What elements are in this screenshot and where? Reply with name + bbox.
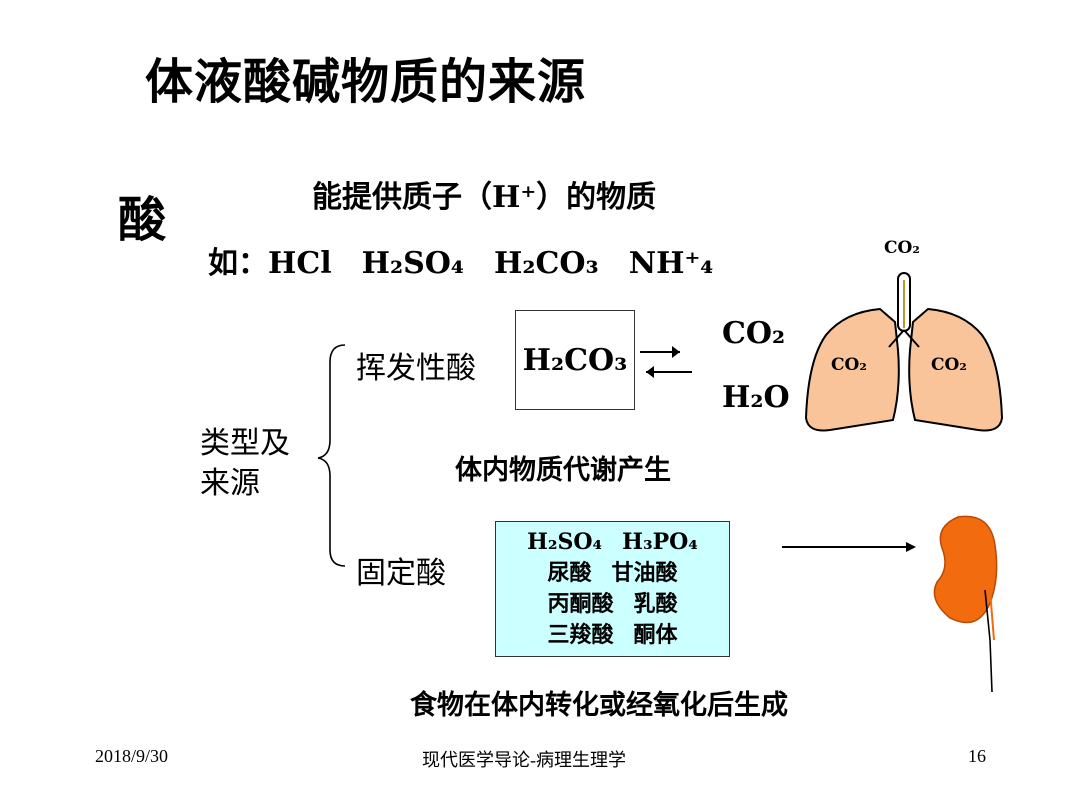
footer-page-number: 16 bbox=[968, 746, 986, 766]
trachea-co2-label: CO₂ bbox=[884, 238, 920, 258]
fixed-acid-item: H₂SO₄ bbox=[527, 529, 603, 555]
fixed-acid-row: 尿酸甘油酸 bbox=[547, 558, 677, 589]
product-co2: CO₂ bbox=[722, 316, 786, 351]
category-label: 类型及 来源 bbox=[200, 424, 290, 504]
fixed-acid-row: H₂SO₄ H₃PO₄ bbox=[527, 527, 698, 558]
left-lung-co2-label: CO₂ bbox=[831, 355, 867, 375]
fixed-acid-item: 尿酸 bbox=[547, 560, 592, 586]
fixed-acid-item: 丙酮酸 bbox=[547, 591, 614, 617]
category-brace bbox=[317, 344, 346, 567]
equilibrium-arrows bbox=[640, 346, 692, 378]
fixed-acid-row: 三羧酸酮体 bbox=[547, 620, 677, 651]
volatile-acid-box: H₂CO₃ bbox=[515, 310, 635, 410]
footer-course: 现代医学导论-病理生理学 bbox=[422, 750, 626, 770]
lungs-icon bbox=[804, 272, 1004, 432]
fixed-acid-box: H₂SO₄ H₃PO₄ 尿酸甘油酸 丙酮酸乳酸 三羧酸酮体 bbox=[495, 521, 730, 657]
footer-date: 2018/9/30 bbox=[95, 746, 169, 766]
kidney-arrow bbox=[782, 542, 916, 552]
category-label-line2: 来源 bbox=[200, 466, 260, 501]
acid-definition-text: 能提供质子（H⁺）的物质 bbox=[312, 180, 657, 215]
right-lung-co2-label: CO₂ bbox=[931, 355, 967, 375]
fixed-acid-item: 三羧酸 bbox=[547, 622, 614, 648]
fixed-source-text: 食物在体内转化或经氧化后生成 bbox=[410, 690, 788, 721]
example-h2co3: H₂CO₃ bbox=[494, 246, 599, 281]
volatile-source-text: 体内物质代谢产生 bbox=[455, 455, 671, 486]
example-nh4: NH⁺₄ bbox=[628, 246, 714, 281]
fixed-acid-item: H₃PO₄ bbox=[622, 529, 698, 555]
volatile-acid-formula: H₂CO₃ bbox=[522, 342, 628, 378]
examples-prefix: 如： bbox=[208, 246, 268, 281]
slide-title: 体液酸碱物质的来源 bbox=[145, 54, 587, 110]
fixed-acid-row: 丙酮酸乳酸 bbox=[547, 589, 677, 620]
example-h2so4: H₂SO₄ bbox=[361, 246, 465, 281]
acid-examples: 如：HCl H₂SO₄ H₂CO₃ NH⁺₄ bbox=[208, 238, 743, 282]
acid-definition: 能提供质子（H⁺）的物质 bbox=[312, 172, 656, 216]
category-label-line1: 类型及 bbox=[200, 426, 290, 461]
example-hcl: HCl bbox=[268, 246, 332, 281]
fixed-acid-label: 固定酸 bbox=[356, 556, 446, 591]
volatile-acid-label: 挥发性酸 bbox=[356, 351, 476, 386]
fixed-acid-item: 甘油酸 bbox=[611, 560, 678, 586]
product-h2o: H₂O bbox=[722, 380, 790, 415]
fixed-acid-item: 乳酸 bbox=[633, 591, 678, 617]
fixed-acid-item: 酮体 bbox=[633, 622, 678, 648]
acid-heading: 酸 bbox=[118, 192, 167, 248]
kidney-icon bbox=[933, 515, 998, 693]
